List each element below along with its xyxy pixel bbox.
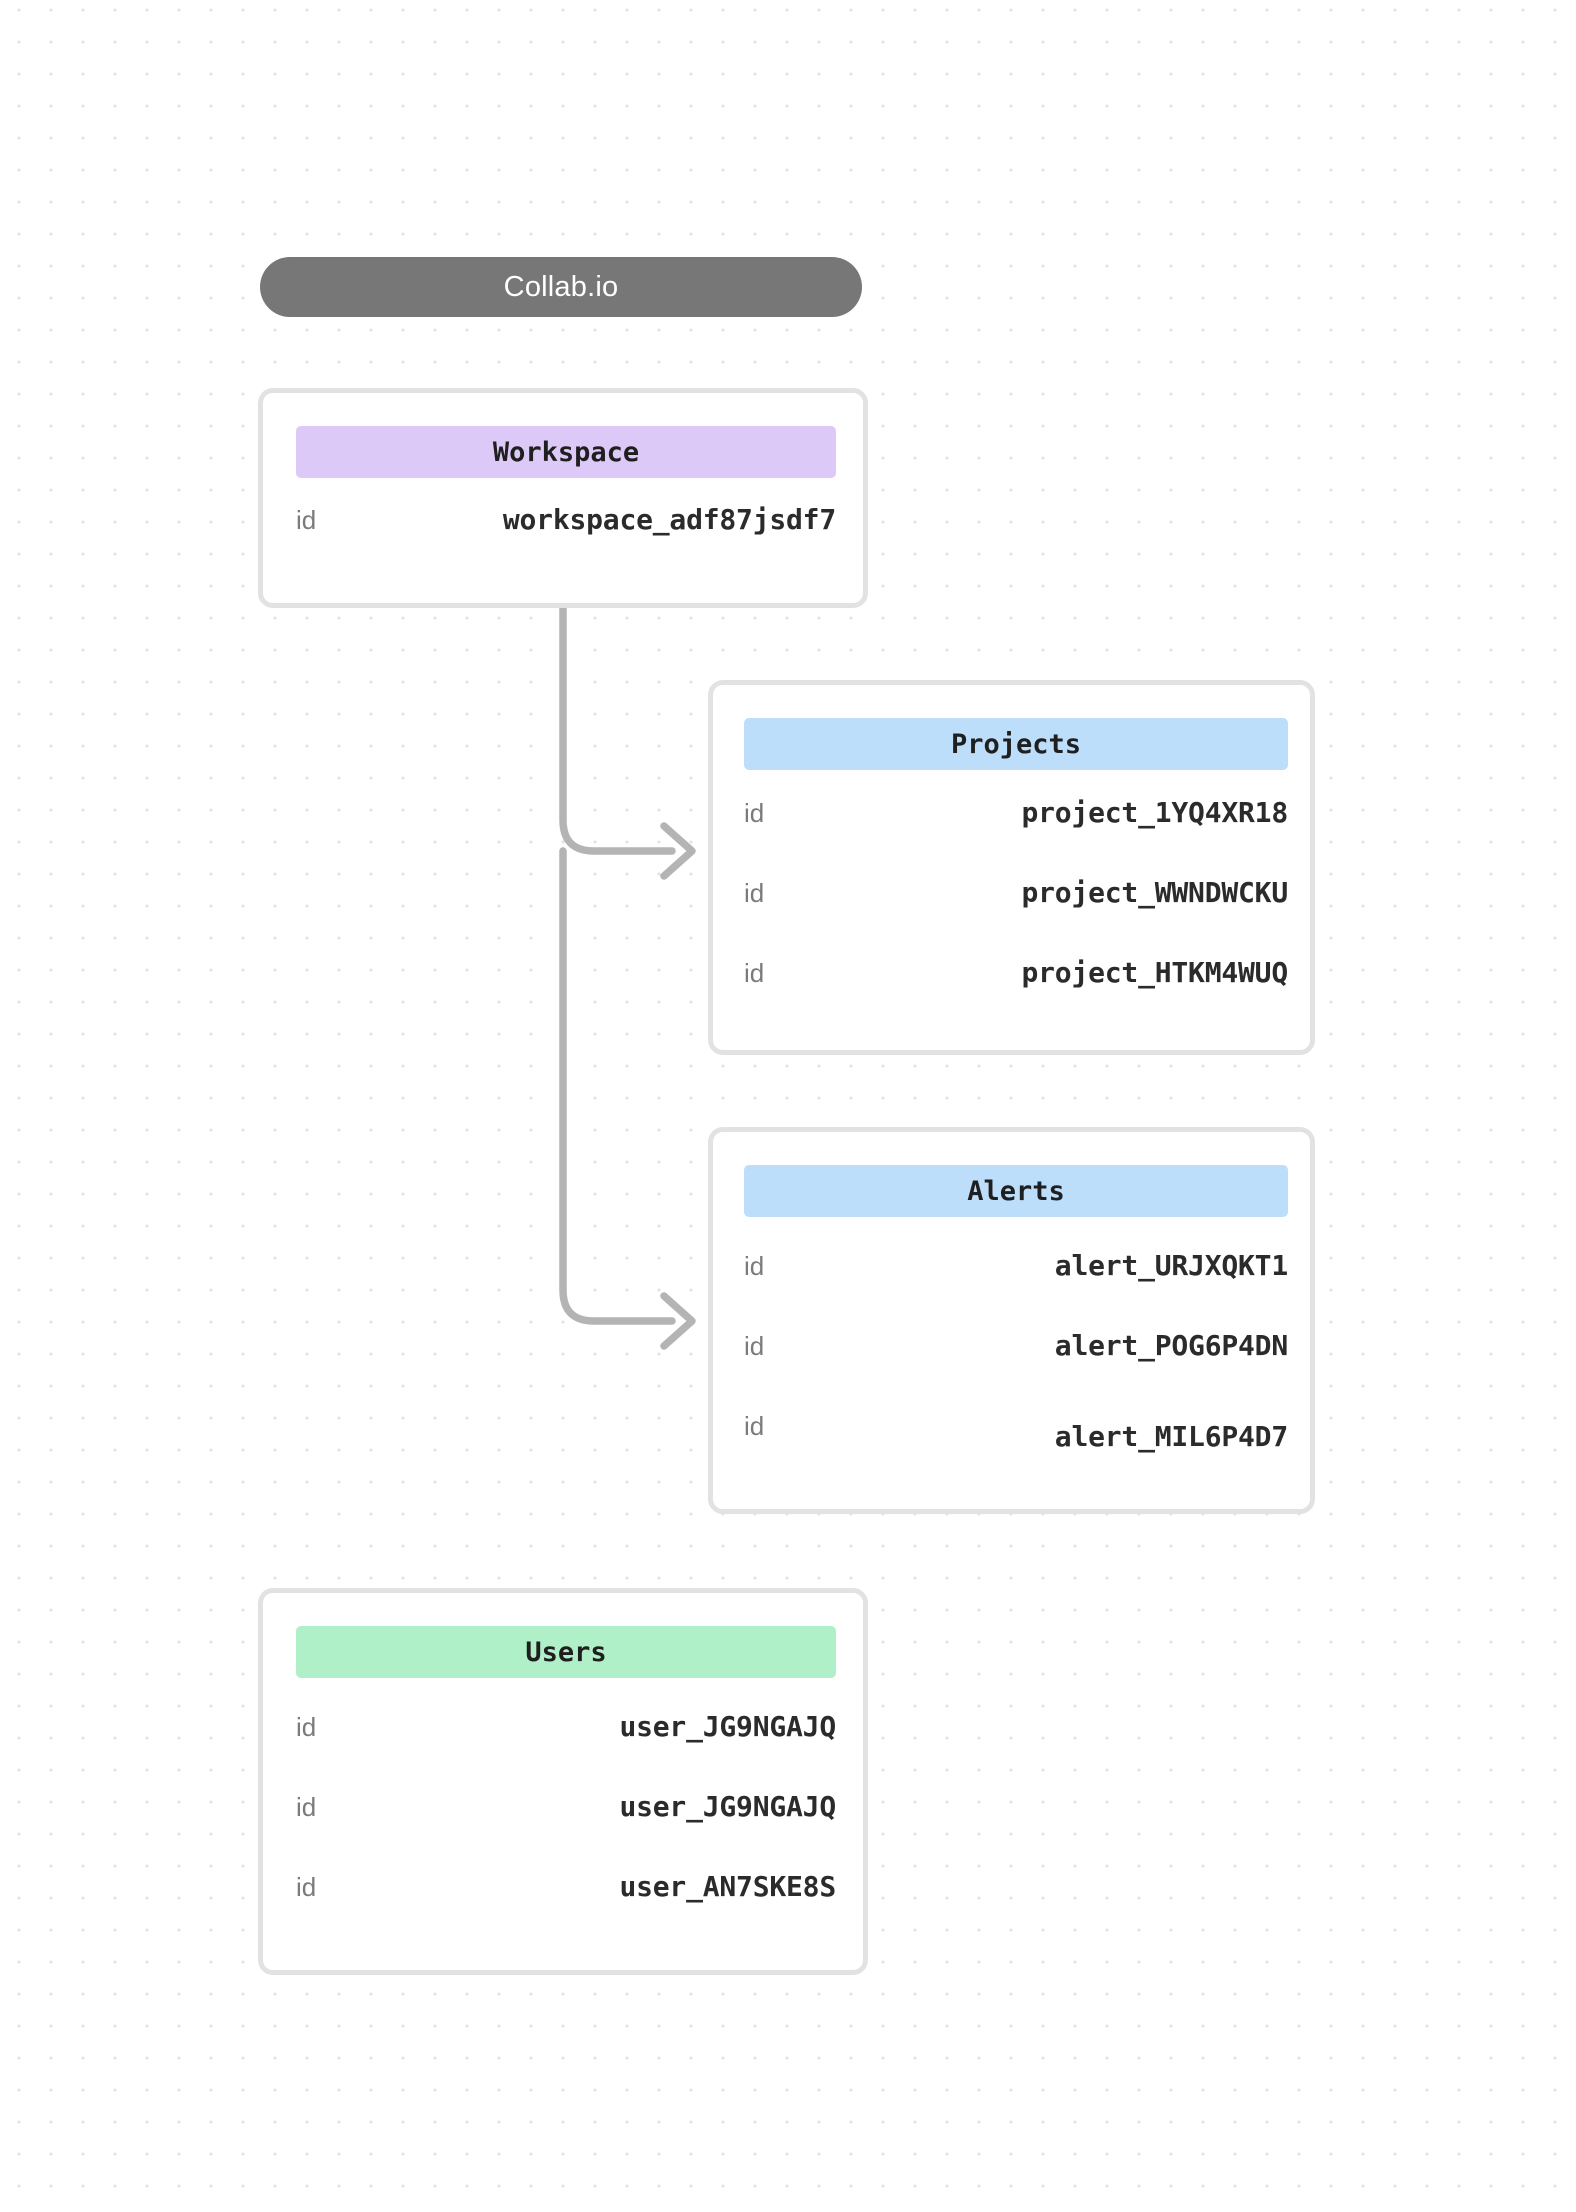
arrowhead-alerts xyxy=(660,1292,696,1350)
entity-title-chip-workspace: Workspace xyxy=(296,426,836,478)
row-value: alert_MIL6P4D7 xyxy=(1054,1420,1288,1453)
table-row[interactable]: id alert_URJXQKT1 xyxy=(744,1252,1288,1292)
entity-title-projects: Projects xyxy=(950,728,1082,760)
row-value: alert_POG6P4DN xyxy=(1054,1329,1288,1362)
table-row[interactable]: id project_WWNDWCKU xyxy=(744,879,1288,919)
row-key: id xyxy=(744,1331,765,1361)
row-key: id xyxy=(744,1411,765,1441)
entity-card-alerts[interactable]: Alerts id alert_URJXQKT1 id alert_POG6P4… xyxy=(708,1127,1315,1514)
arrowhead-projects xyxy=(660,822,696,880)
row-value: workspace_adf87jsdf7 xyxy=(502,503,836,536)
table-row[interactable]: id workspace_adf87jsdf7 xyxy=(296,506,836,546)
row-value: project_1YQ4XR18 xyxy=(1021,796,1288,829)
entity-card-workspace[interactable]: Workspace id workspace_adf87jsdf7 xyxy=(258,388,868,608)
row-key: id xyxy=(744,878,765,908)
table-row[interactable]: id project_1YQ4XR18 xyxy=(744,799,1288,839)
row-value: user_JG9NGAJQ xyxy=(619,1710,836,1743)
entity-card-projects[interactable]: Projects id project_1YQ4XR18 id project_… xyxy=(708,680,1315,1055)
row-key: id xyxy=(744,958,765,988)
table-row[interactable]: id project_HTKM4WUQ xyxy=(744,959,1288,999)
row-key: id xyxy=(744,1251,765,1281)
row-value: project_WWNDWCKU xyxy=(1021,876,1288,909)
row-value: alert_URJXQKT1 xyxy=(1054,1249,1288,1282)
row-key: id xyxy=(296,1712,317,1742)
app-title-label: Collab.io xyxy=(503,270,619,303)
entity-title-alerts: Alerts xyxy=(967,1175,1065,1207)
connector-workspace-to-alerts xyxy=(559,847,676,1325)
entity-title-workspace: Workspace xyxy=(492,436,640,468)
row-key: id xyxy=(744,798,765,828)
table-row[interactable]: id alert_MIL6P4D7 xyxy=(744,1412,1288,1452)
table-row[interactable]: id user_JG9NGAJQ xyxy=(296,1793,836,1833)
connector-workspace-to-projects xyxy=(559,604,676,855)
entity-title-chip-users: Users xyxy=(296,1626,836,1678)
entity-title-users: Users xyxy=(525,1636,607,1668)
table-row[interactable]: id user_JG9NGAJQ xyxy=(296,1713,836,1753)
table-row[interactable]: id user_AN7SKE8S xyxy=(296,1873,836,1913)
row-value: user_JG9NGAJQ xyxy=(619,1790,836,1823)
row-key: id xyxy=(296,1792,317,1822)
row-value: user_AN7SKE8S xyxy=(619,1870,836,1903)
table-row[interactable]: id alert_POG6P4DN xyxy=(744,1332,1288,1372)
row-key: id xyxy=(296,1872,317,1902)
entity-title-chip-projects: Projects xyxy=(744,718,1288,770)
row-value: project_HTKM4WUQ xyxy=(1021,956,1288,989)
entity-card-users[interactable]: Users id user_JG9NGAJQ id user_JG9NGAJQ … xyxy=(258,1588,868,1975)
app-title-pill[interactable]: Collab.io xyxy=(260,257,862,317)
entity-title-chip-alerts: Alerts xyxy=(744,1165,1288,1217)
row-key: id xyxy=(296,505,317,535)
